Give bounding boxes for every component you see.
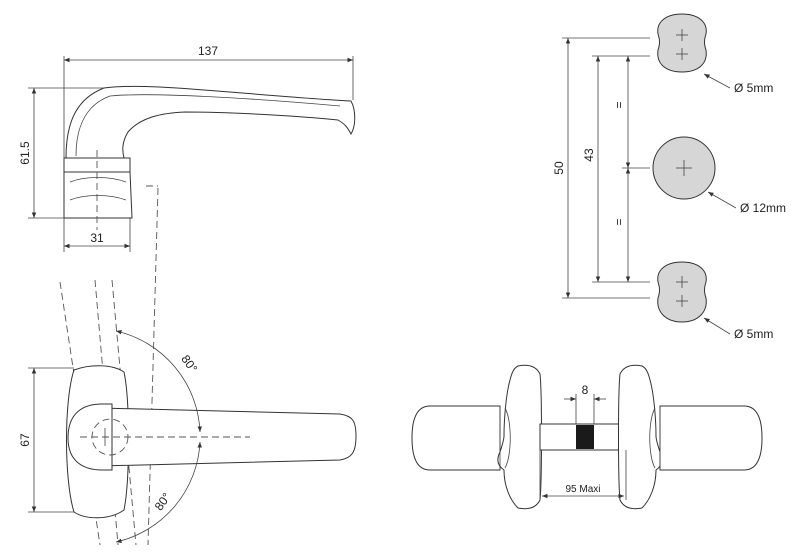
leader-hole-small-top [703,73,731,89]
dim-base-width: 31 [90,231,104,245]
handle-side-view: 137 61.5 31 [18,44,356,252]
label-hole-small-bottom: Ø 5mm [734,327,773,341]
handle-hub [67,403,113,471]
dim-spindle-width: 8 [582,383,589,397]
dim-rose-height: 67 [18,433,32,447]
rotation-dash-4 [147,187,159,546]
dim-handle-height: 61.5 [18,141,32,165]
hole-small-top [657,13,707,73]
leader-hole-small-bottom [703,317,731,335]
left-rose [497,364,542,510]
dim-total-spacing: 50 [552,161,566,175]
dim-handle-length: 137 [198,44,218,58]
dim-center-spacing: 43 [582,148,596,162]
collar-groove-2 [69,195,127,201]
handle-inner-contour [75,94,341,157]
right-grip [659,405,763,471]
drilling-template: 50 43 = = Ø 5mm Ø 12mm Ø 5mm [552,13,786,341]
left-rose-curve [504,407,511,469]
dim-door-thickness: 95 Maxi [565,484,600,495]
handle-front-view: 80° 80° 67 [18,187,357,546]
handle-base-collar [63,171,133,219]
rotation-arc-up [115,330,203,433]
equal-sign-upper: = [612,101,626,108]
handle-pair-top-view: 8 95 Maxi [411,364,763,510]
square-spindle [576,425,594,449]
label-hole-large: Ø 12mm [740,201,786,215]
hole-small-bottom [657,261,707,323]
equal-sign-lower: = [612,218,626,225]
rotation-arc-down [115,441,202,543]
left-grip [411,405,501,471]
right-rose [618,364,663,510]
leader-hole-large [707,191,737,209]
rotation-angle-up: 80° [178,352,200,375]
handle-lever-side [65,85,356,159]
collar-groove [69,177,127,183]
right-rose-curve [649,407,656,469]
label-hole-small-top: Ø 5mm [734,81,773,95]
rotation-angle-down: 80° [152,490,174,513]
